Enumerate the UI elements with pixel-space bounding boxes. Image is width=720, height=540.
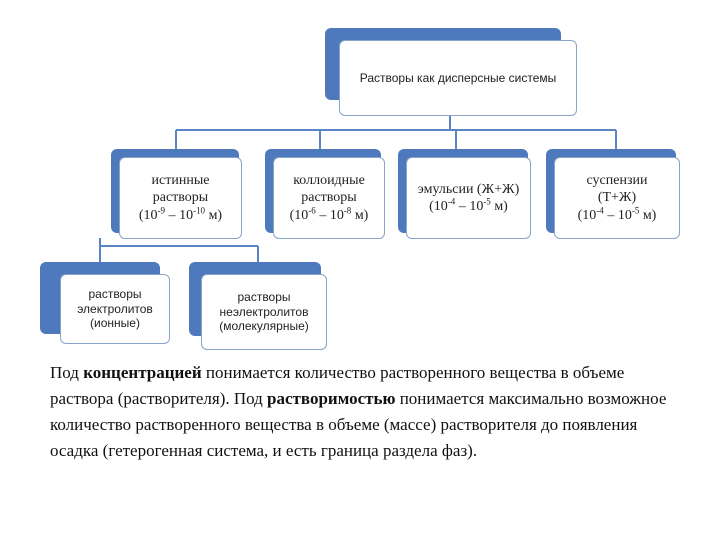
- true-solutions-line2: растворы: [152, 190, 209, 206]
- term-concentration: концентрацией: [83, 363, 202, 382]
- colloid-range: (10-6 – 10-8 м): [289, 204, 369, 223]
- node-colloid-solutions: коллоидные растворы (10-6 – 10-8 м): [265, 149, 385, 239]
- node-suspensions: суспензии (Т+Ж) (10-4 – 10-5 м): [546, 149, 680, 239]
- electrolytes-line3: (ионные): [90, 316, 140, 331]
- electrolytes-line2: электролитов: [77, 301, 153, 316]
- emulsions-line1: эмульсии (Ж+Ж): [417, 181, 520, 197]
- node-emulsions: эмульсии (Ж+Ж) (10-4 – 10-5 м): [398, 149, 531, 239]
- nonelectrolytes-line1: растворы: [237, 290, 291, 305]
- suspensions-range: (10-4 – 10-5 м): [577, 204, 657, 223]
- node-true-solutions: истинные растворы (10-9 – 10-10 м): [111, 149, 242, 239]
- nonelectrolytes-line2: неэлектролитов: [219, 304, 309, 319]
- nonelectrolytes-line3: (молекулярные): [219, 319, 309, 334]
- root-node: Растворы как дисперсные системы: [325, 28, 577, 116]
- emulsions-range: (10-4 – 10-5 м): [429, 196, 508, 214]
- node-electrolytes: растворы электролитов (ионные): [40, 262, 170, 345]
- node-nonelectrolytes: растворы неэлектролитов (молекулярные): [189, 262, 327, 350]
- electrolytes-line1: растворы: [88, 287, 142, 302]
- true-solutions-range: (10-9 – 10-10 м): [138, 204, 223, 223]
- colloid-line2: растворы: [301, 190, 357, 206]
- colloid-line1: коллоидные: [293, 173, 365, 189]
- suspensions-line1: суспензии: [586, 173, 648, 189]
- true-solutions-line1: истинные: [151, 173, 210, 189]
- root-label: Растворы как дисперсные системы: [359, 70, 557, 85]
- term-solubility: растворимостью: [267, 389, 396, 408]
- suspensions-line2: (Т+Ж): [597, 190, 637, 206]
- definition-paragraph: Под концентрацией понимается количество …: [50, 363, 667, 460]
